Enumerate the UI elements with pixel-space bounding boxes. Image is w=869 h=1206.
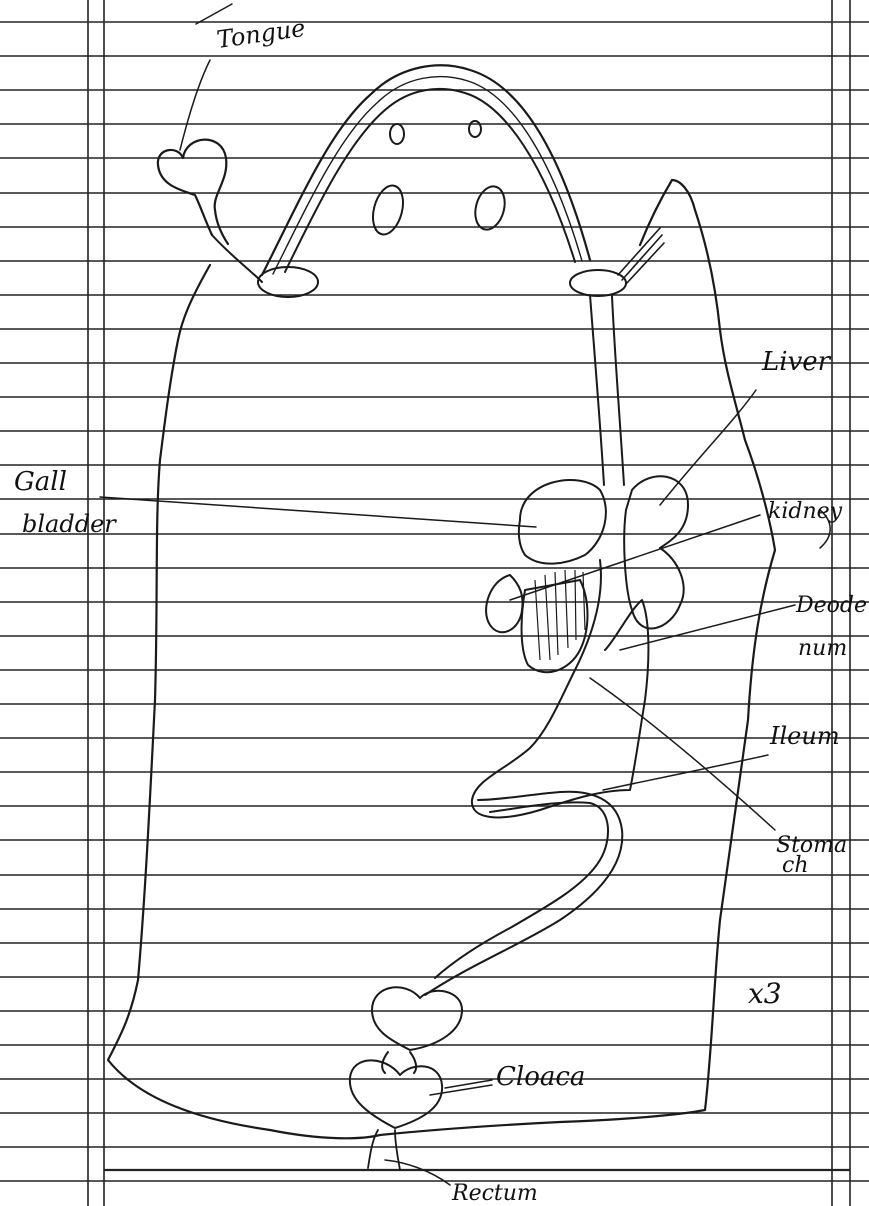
eye-socket-left xyxy=(368,182,408,238)
oesophagus-arch-mid xyxy=(273,77,582,274)
cloaca-neck xyxy=(382,1052,416,1073)
oesophagus-arch-inner xyxy=(285,89,575,272)
label-stomach-line2: ch xyxy=(782,853,809,878)
leader-gall-bladder xyxy=(100,497,536,527)
oesophagus xyxy=(590,295,624,485)
spleen-shape xyxy=(522,580,588,672)
leader-lines xyxy=(100,4,830,1185)
ileum-coil-outer xyxy=(435,802,608,978)
ileum-coil xyxy=(425,792,622,995)
eye-socket-right xyxy=(471,183,509,233)
stomach-duodenum xyxy=(472,560,649,817)
cloaca-upper xyxy=(372,987,462,1050)
label-ileum: Ileum xyxy=(769,722,840,750)
nostril-left xyxy=(390,124,404,144)
jaw-lines-right xyxy=(618,228,664,284)
leader-tongue xyxy=(180,60,210,150)
leader-kidney xyxy=(510,515,760,600)
label-kidney: kidney xyxy=(768,499,843,524)
leader-cloaca-lower xyxy=(430,1085,492,1095)
label-liver: Liver xyxy=(761,347,832,377)
leader-stomach xyxy=(590,678,775,830)
label-rectum: Rectum xyxy=(451,1181,538,1206)
label-underline-tongue xyxy=(196,4,232,24)
kidney-shape xyxy=(486,575,522,632)
tongue-shape xyxy=(158,140,228,244)
body-outline xyxy=(108,180,775,1138)
label-gall-bladder-line2: bladder xyxy=(22,510,117,538)
margin-lines xyxy=(88,0,850,1206)
jaw-joint-right xyxy=(570,270,626,296)
leader-liver xyxy=(660,390,756,505)
label-duodenum-line2: num xyxy=(798,636,847,661)
oesophagus-arch xyxy=(262,65,590,275)
label-magnification: x3 xyxy=(748,977,782,1010)
jaw-joint-left xyxy=(258,267,318,297)
tongue-base xyxy=(212,235,262,282)
label-duodenum-line1: Deode xyxy=(795,593,867,618)
label-gall-bladder-line1: Gall xyxy=(14,467,67,497)
liver-left-lobe xyxy=(519,480,606,564)
label-tongue: Tongue xyxy=(215,14,307,54)
label-cloaca: Cloaca xyxy=(496,1062,585,1092)
cloaca-lower xyxy=(350,1060,442,1128)
